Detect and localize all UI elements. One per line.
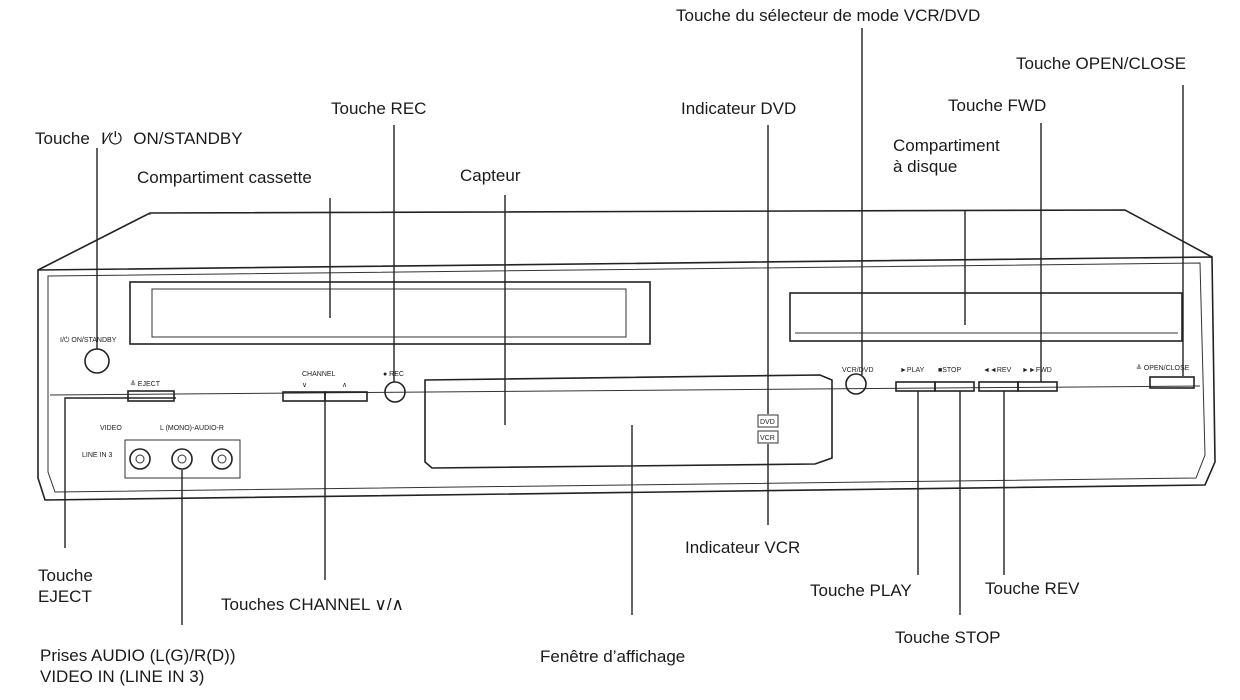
label-disc-compartment-line1: Compartiment [893, 136, 1000, 155]
channel-down-up-icon: ∨/∧ [374, 595, 404, 614]
label-audio-video: Prises AUDIO (L(G)/R(D)) VIDEO IN (LINE … [40, 645, 236, 687]
rec-button[interactable] [384, 381, 406, 403]
label-display-window: Fenêtre d’affichage [540, 647, 686, 666]
label-on-standby-suffix: ON/STANDBY [133, 129, 243, 148]
cassette-compartment [129, 281, 651, 345]
label-sensor: Capteur [460, 166, 521, 185]
channel-up-button[interactable] [324, 391, 368, 402]
label-cassette-compartment: Compartiment cassette [137, 168, 312, 187]
label-audio-video-line2: VIDEO IN (LINE IN 3) [40, 667, 205, 686]
label-dvd-indicator: Indicateur DVD [681, 99, 797, 118]
disc-compartment [789, 292, 1183, 342]
panel-dvd-badge: DVD [760, 419, 775, 426]
panel-eject-text: ≜ EJECT [130, 380, 161, 388]
label-eject-line2: EJECT [38, 587, 92, 606]
label-open-close: Touche OPEN/CLOSE [1016, 54, 1187, 73]
label-disc-compartment-line2: à disque [893, 157, 958, 176]
label-rec: Touche REC [331, 99, 427, 118]
power-icon: I⁄⏻ [101, 129, 123, 148]
label-vcr-dvd-selector: Touche du sélecteur de mode VCR/DVD [676, 6, 981, 25]
open-close-button[interactable] [1149, 376, 1195, 389]
label-fwd: Touche FWD [948, 96, 1047, 115]
video-jack [129, 448, 151, 470]
panel-stop-text: ■STOP [938, 367, 961, 374]
label-eject: Touche EJECT [38, 565, 93, 607]
vcr-indicator: VCR [757, 430, 779, 444]
audio-right-jack [211, 448, 233, 470]
eject-button[interactable] [127, 390, 175, 402]
play-button[interactable] [895, 381, 936, 392]
label-rev: Touche REV [985, 579, 1080, 598]
device-front-panel [37, 256, 1216, 501]
leader-lines [64, 28, 1184, 625]
label-audio-video-line1: Prises AUDIO (L(G)/R(D)) [40, 646, 236, 665]
dvd-indicator: DVD [757, 414, 779, 428]
fwd-button[interactable] [1017, 381, 1058, 392]
label-stop: Touche STOP [895, 628, 1001, 647]
label-on-standby: Touche I⁄⏻ ON/STANDBY [35, 128, 243, 149]
panel-channel-down: ∨ [302, 382, 307, 389]
panel-fwd-text: ►►FWD [1022, 367, 1052, 374]
cassette-door [151, 288, 627, 338]
device-front-inner [47, 262, 1206, 493]
panel-play-text: ►PLAY [900, 367, 925, 374]
panel-on-standby-text: I/⏻ ON/STANDBY [60, 336, 117, 344]
panel-line-in-text: LINE IN 3 [82, 452, 112, 459]
label-disc-compartment: Compartiment à disque [893, 135, 1000, 177]
label-channel-prefix: Touches CHANNEL [221, 595, 370, 614]
label-eject-line1: Touche [38, 566, 93, 585]
display-window [424, 374, 833, 469]
rev-button[interactable] [978, 381, 1019, 392]
on-standby-button[interactable] [84, 348, 110, 374]
audio-left-jack [171, 448, 193, 470]
panel-vcr-badge: VCR [760, 435, 775, 442]
label-play: Touche PLAY [810, 581, 912, 600]
panel-video-text: VIDEO [100, 425, 122, 432]
label-vcr-indicator: Indicateur VCR [685, 538, 801, 557]
device-top-outline [37, 209, 1213, 271]
panel-divider [49, 385, 1201, 396]
panel-channel-up: ∧ [342, 382, 347, 389]
vcr-dvd-selector-button[interactable] [845, 373, 867, 395]
label-on-standby-prefix: Touche [35, 129, 90, 148]
panel-open-close-text: ≜ OPEN/CLOSE [1136, 364, 1190, 372]
jack-panel [124, 439, 241, 479]
stop-button[interactable] [934, 381, 975, 392]
panel-audio-text: L (MONO)-AUDIO-R [160, 425, 224, 432]
panel-channel-text: CHANNEL [302, 371, 336, 378]
panel-vcr-dvd-text: VCR/DVD [842, 367, 874, 374]
label-channel: Touches CHANNEL ∨/∧ [221, 594, 404, 615]
panel-rev-text: ◄◄REV [983, 367, 1012, 374]
